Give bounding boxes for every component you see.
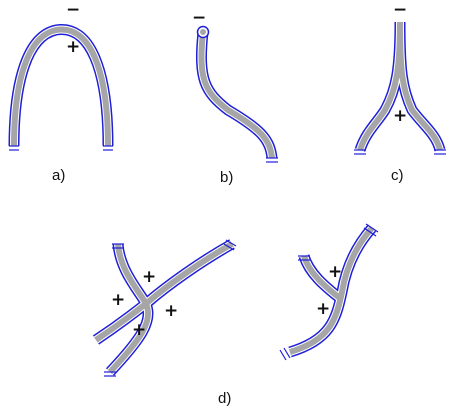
panel-d-label: d) bbox=[218, 390, 231, 407]
panel-a: − + a) bbox=[9, 0, 113, 184]
panel-a-label: a) bbox=[52, 167, 65, 184]
panel-c-minus-sign: − bbox=[393, 0, 407, 20]
panel-d-cross-plus-bottom: + bbox=[132, 320, 146, 340]
panel-c-plus-sign: + bbox=[393, 106, 407, 126]
panel-d-cross: + + + + bbox=[96, 240, 236, 376]
panel-c: − + c) bbox=[354, 0, 446, 184]
panel-d-branch-tube bbox=[290, 228, 372, 352]
panel-b-rounded-end bbox=[198, 27, 209, 38]
panel-b-label: b) bbox=[220, 169, 233, 186]
panel-d-cross-plus-top: + bbox=[142, 267, 156, 287]
panel-b-minus-sign: − bbox=[192, 8, 206, 28]
panel-c-dashed-ends bbox=[354, 150, 446, 154]
panel-a-plus-sign: + bbox=[66, 37, 80, 57]
panel-d-branch: + + bbox=[280, 224, 378, 360]
panel-d-branch-plus-lower: + bbox=[316, 299, 330, 319]
panel-b: − b) bbox=[192, 8, 278, 186]
panel-b-dashed-ends bbox=[266, 158, 278, 162]
panel-d-cross-plus-left: + bbox=[111, 290, 125, 310]
panel-c-label: c) bbox=[391, 167, 404, 184]
panel-a-dashed-ends bbox=[9, 146, 113, 150]
panel-c-tube bbox=[360, 22, 440, 150]
panel-a-tube bbox=[14, 29, 108, 146]
panel-b-tube bbox=[201, 32, 272, 158]
panel-d-branch-plus-upper: + bbox=[328, 262, 342, 282]
panel-a-minus-sign: − bbox=[66, 0, 80, 20]
panel-d-cross-plus-right: + bbox=[164, 301, 178, 321]
